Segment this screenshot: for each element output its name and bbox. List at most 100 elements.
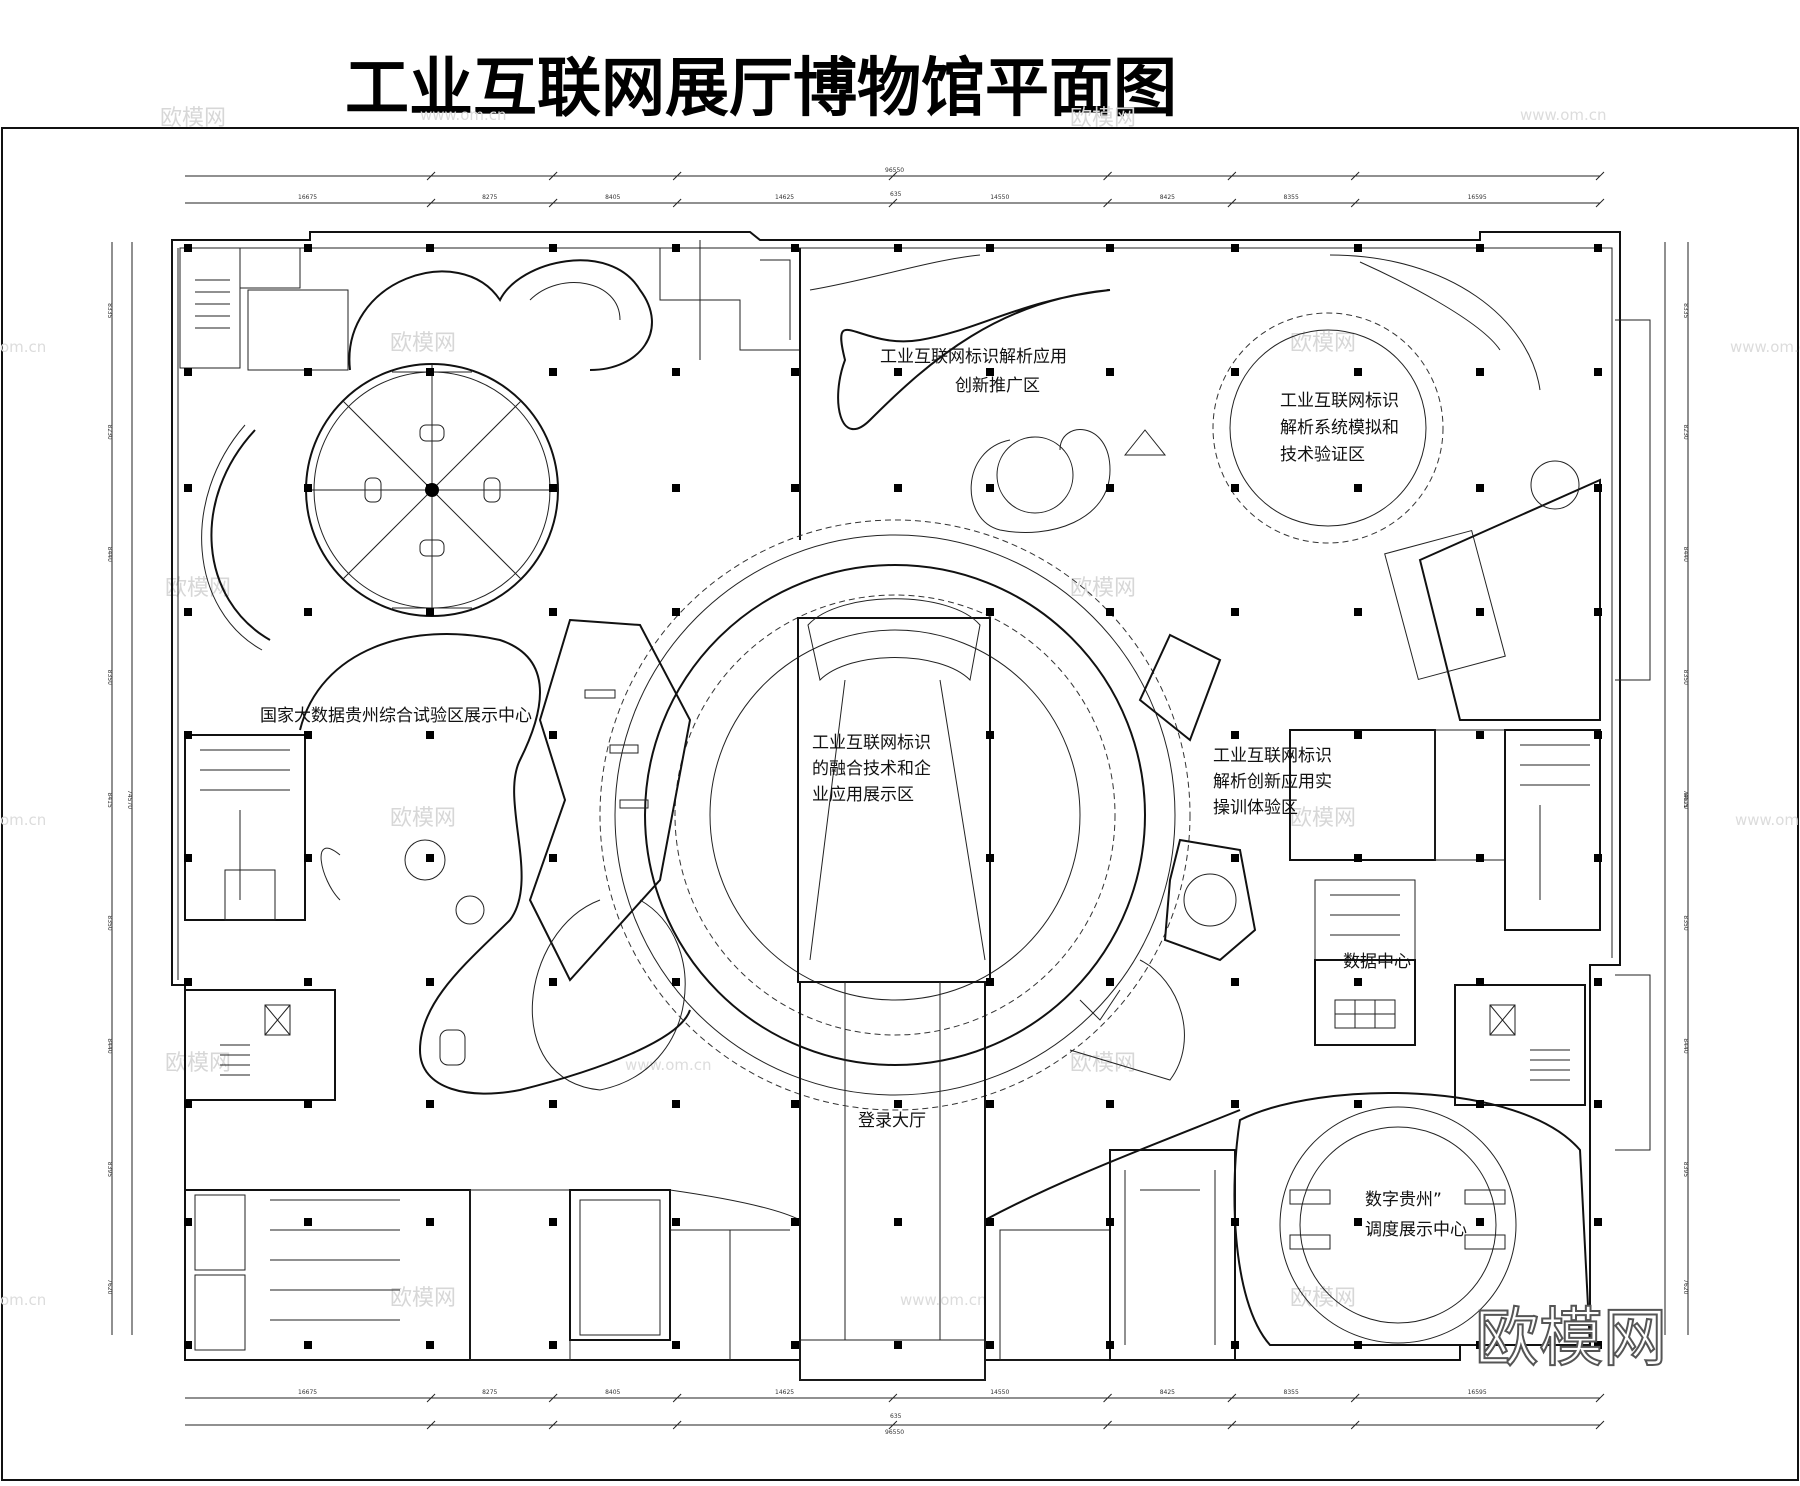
structural-column [304, 484, 312, 492]
structural-column [426, 731, 434, 739]
dimension-segment-label: 14625 [775, 1389, 794, 1396]
dimension-tick [1103, 171, 1112, 181]
structural-column [1476, 484, 1484, 492]
zone-label-data-center: 数据中心 [1343, 952, 1411, 972]
zone-label-identity-promotion-2: 创新推广区 [955, 376, 1040, 396]
structural-column [184, 608, 192, 616]
side-dimension-label-left: 8440 [106, 547, 113, 562]
side-dimension-label-left: 8350 [106, 670, 113, 685]
structural-column [1354, 978, 1362, 986]
dimension-tick [888, 1420, 898, 1430]
dimension-tick [426, 1420, 436, 1430]
watermark-url: www.om.cn [625, 1056, 712, 1074]
structural-column [1594, 978, 1602, 986]
structural-column [426, 1100, 434, 1108]
structural-column [1594, 1341, 1602, 1349]
structural-column [1354, 1100, 1362, 1108]
overall-dimension-bottom: 96550 [885, 1429, 904, 1436]
side-dimension-label-right: 8350 [1682, 915, 1689, 930]
structural-column [1106, 1341, 1114, 1349]
dimension-tick [1227, 1393, 1237, 1403]
structural-column [1354, 608, 1362, 616]
side-dimension-label-left: 8335 [106, 303, 113, 318]
structural-column [549, 731, 557, 739]
side-dimension-label-left: 8415 [106, 793, 113, 808]
dimension-segment-label: 16595 [1468, 1389, 1487, 1396]
mid-gap-dimension: 635 [890, 1413, 902, 1420]
dimension-tick [888, 171, 898, 181]
dimension-segment-label: 8425 [1160, 194, 1175, 201]
structural-column [184, 854, 192, 862]
structural-column [426, 854, 434, 862]
watermark-url: www.om.cn [1520, 106, 1607, 124]
structural-column [304, 978, 312, 986]
structural-column [426, 608, 434, 616]
brand-watermark: 欧模网 [1475, 1302, 1667, 1376]
structural-column [549, 854, 557, 862]
zone-label-simulation-2: 解析系统模拟和 [1280, 418, 1399, 438]
side-dimension-label-left: 8350 [106, 915, 113, 930]
dimension-tick [1595, 1420, 1605, 1430]
structural-column [304, 1218, 312, 1226]
structural-column [672, 978, 680, 986]
structural-column [672, 484, 680, 492]
dimension-segment-label: 8405 [605, 1389, 620, 1396]
dimension-tick [1350, 1420, 1360, 1430]
structural-column [304, 1100, 312, 1108]
watermark-url: om.cn [0, 338, 46, 356]
structural-column [1476, 244, 1484, 252]
central-rotunda [599, 519, 1191, 1111]
dimension-segment-label: 8425 [1160, 1389, 1175, 1396]
structural-column [426, 1218, 434, 1226]
structural-column [1231, 484, 1239, 492]
side-overall-dimension-right: 74570 [1682, 790, 1689, 809]
side-dimension-label-left: 8440 [106, 1038, 113, 1053]
dimension-segment-label: 14625 [775, 194, 794, 201]
dimension-tick [1595, 171, 1605, 181]
west-services [184, 734, 336, 1101]
south-west-offices [184, 1189, 801, 1361]
big-data-area [299, 633, 691, 1095]
promotion-area [799, 248, 1167, 540]
structural-column [1231, 731, 1239, 739]
zone-label-digital-guizhou-1: 数字贵州” [1365, 1190, 1442, 1210]
watermark-url: www.om.cn [1730, 338, 1800, 356]
structural-column [184, 978, 192, 986]
dimension-tick [1350, 1393, 1360, 1403]
structural-column [549, 1218, 557, 1226]
zone-label-simulation-3: 技术验证区 [1280, 445, 1365, 465]
structural-column [1354, 1218, 1362, 1226]
north-west-rooms [179, 240, 801, 371]
structural-column [894, 368, 902, 376]
dimension-tick [1595, 1393, 1605, 1403]
dimension-tick [1595, 198, 1605, 208]
structural-column [1476, 1100, 1484, 1108]
structural-column [304, 608, 312, 616]
structural-column [986, 1218, 994, 1226]
structural-column [1594, 484, 1602, 492]
structural-column [986, 608, 994, 616]
structural-column [1354, 244, 1362, 252]
watermark-url: www.om.cn [1735, 811, 1800, 829]
dimension-tick [548, 1393, 558, 1403]
structural-column [986, 978, 994, 986]
structural-column [184, 1100, 192, 1108]
west-gallery [528, 618, 692, 1091]
dimension-tick [672, 1420, 682, 1430]
structural-column [426, 244, 434, 252]
structural-column [1354, 731, 1362, 739]
dimension-tick [1227, 171, 1237, 181]
structural-column [1354, 368, 1362, 376]
watermark-url: om.cn [0, 811, 46, 829]
structural-column [894, 244, 902, 252]
watermark-brand: 欧模网 [390, 1286, 456, 1311]
dimension-tick [426, 1393, 436, 1403]
structural-column [986, 731, 994, 739]
simulation-area [1212, 254, 1601, 721]
watermark-url: om.cn [0, 1291, 46, 1309]
structural-column [426, 484, 434, 492]
structural-column [791, 368, 799, 376]
radial-hall [201, 363, 559, 651]
dimension-tick [672, 198, 682, 208]
